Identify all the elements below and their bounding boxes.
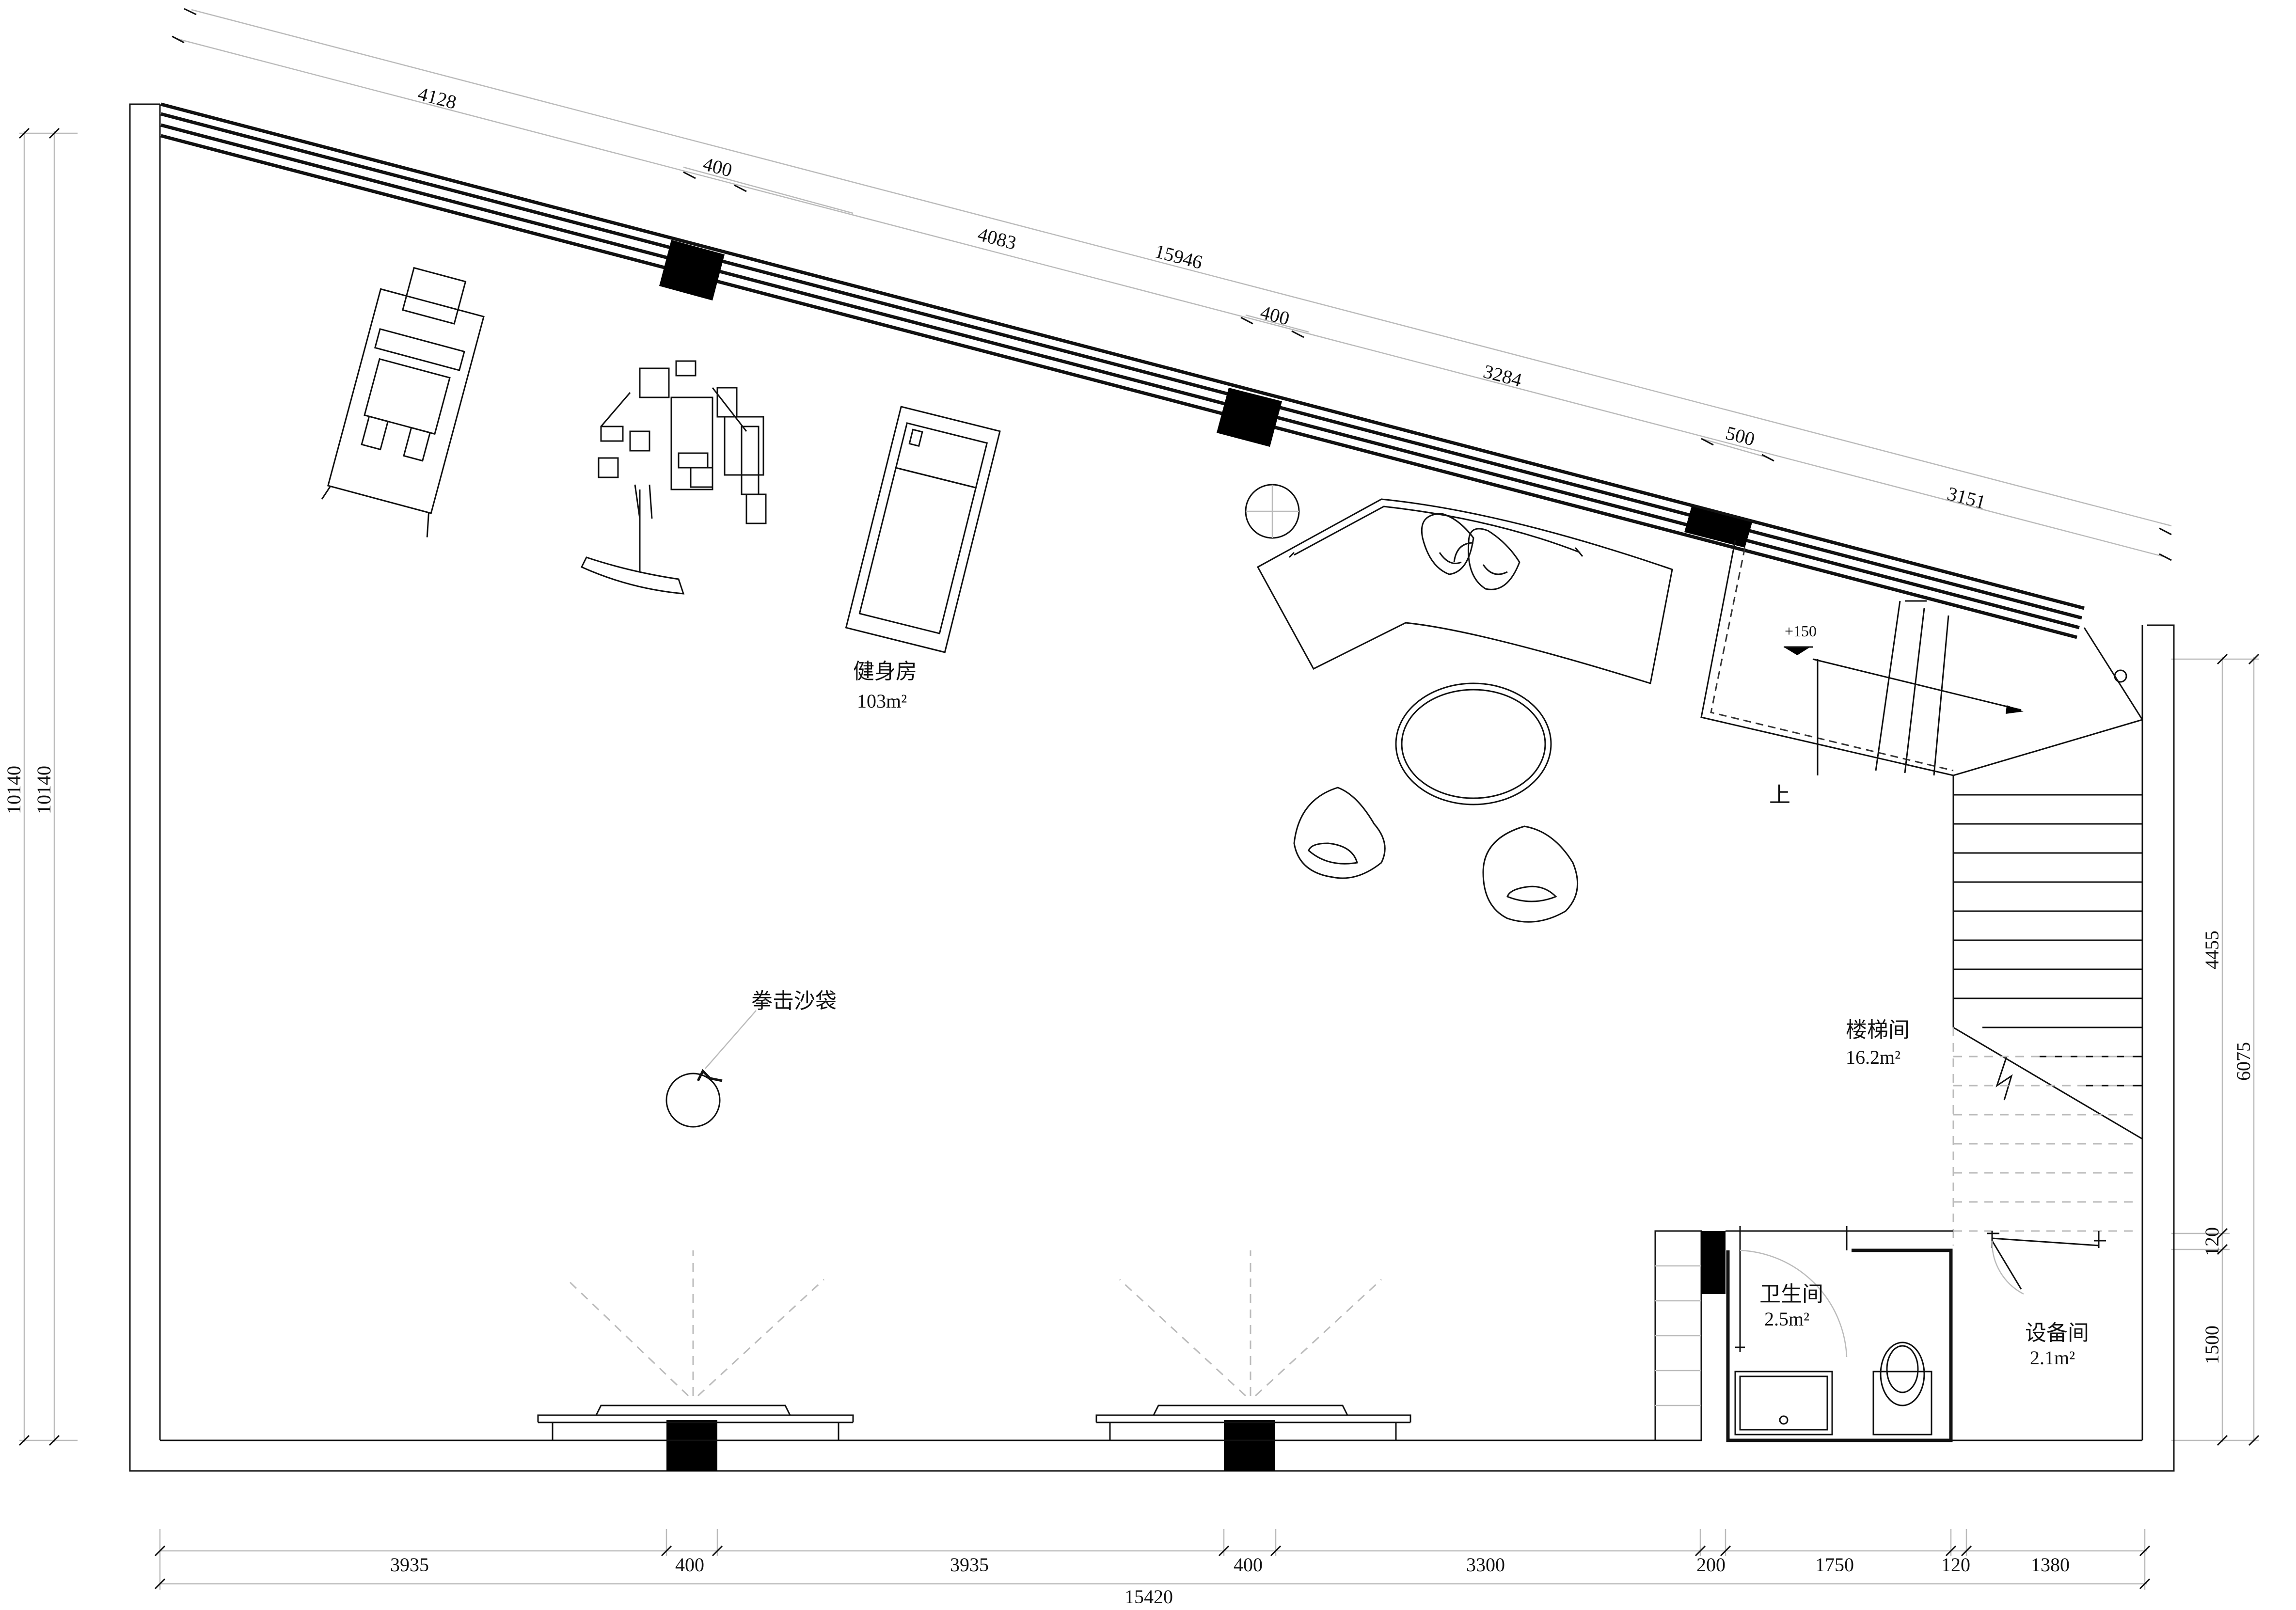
dim-bottom-3: 3935 bbox=[950, 1554, 989, 1576]
stairwell: +150 上 bbox=[1700, 540, 2144, 1246]
boxing-bag-label: 拳击沙袋 bbox=[751, 989, 837, 1013]
exterior-wall bbox=[129, 103, 2175, 1472]
stair-name: 楼梯间 bbox=[1846, 1018, 1910, 1042]
room-labels: 健身房 103m² 拳击沙袋 楼梯间 16.2m² 卫生间 2.5m² 设备间 … bbox=[751, 659, 2089, 1369]
equip-area: 2.1m² bbox=[2030, 1347, 2075, 1369]
top-dimension-lines bbox=[172, 8, 2172, 561]
column-top-2 bbox=[1217, 388, 1282, 447]
left-dimension-lines: 10140 10140 bbox=[3, 127, 78, 1446]
coffee-table bbox=[1395, 682, 1552, 805]
treadmill-icon bbox=[845, 406, 1001, 653]
dim-bottom-9: 1380 bbox=[2031, 1554, 2070, 1576]
dim-bottom-total: 15420 bbox=[1124, 1586, 1173, 1608]
level-marker-icon bbox=[1784, 647, 1810, 655]
right-dimension-lines: 4455 6075 120 1500 bbox=[2171, 653, 2260, 1446]
dim-bottom-8: 120 bbox=[1941, 1554, 1970, 1576]
bottom-window-unit-1 bbox=[537, 1250, 854, 1441]
bottom-dimension-lines bbox=[154, 1529, 2151, 1590]
dim-left-a: 10140 bbox=[3, 766, 25, 814]
level-mark: +150 bbox=[1785, 622, 1817, 640]
dim-top-total: 15946 bbox=[1153, 240, 1205, 273]
dim-right-b: 6075 bbox=[2233, 1042, 2254, 1081]
lounge-chairs bbox=[1293, 787, 1579, 923]
gym-name: 健身房 bbox=[853, 659, 917, 684]
bottom-window-unit-2 bbox=[1095, 1250, 1411, 1441]
stair-up-mark: 上 bbox=[1769, 783, 1790, 807]
dim-bottom-4: 400 bbox=[1234, 1554, 1263, 1576]
dim-top-5: 3284 bbox=[1481, 360, 1524, 391]
dim-top-3: 4083 bbox=[976, 223, 1019, 254]
dim-top-7: 3151 bbox=[1945, 482, 1988, 513]
bar-chairs bbox=[1421, 513, 1520, 590]
column-bottom-2 bbox=[1224, 1420, 1275, 1471]
column-top-1 bbox=[659, 240, 725, 300]
bar-counter bbox=[1245, 484, 1673, 684]
wc-area: 2.5m² bbox=[1764, 1308, 1809, 1330]
boxing-bag-icon bbox=[665, 1010, 757, 1128]
multi-gym-station-icon bbox=[580, 360, 767, 595]
dim-bottom-2: 400 bbox=[675, 1554, 704, 1576]
dim-right-c: 120 bbox=[2201, 1227, 2223, 1256]
dim-top-4: 400 bbox=[1258, 301, 1292, 330]
slanted-window-wall bbox=[160, 102, 2085, 639]
dim-top-1: 4128 bbox=[416, 82, 459, 113]
dim-bottom-1: 3935 bbox=[390, 1554, 429, 1576]
dim-bottom-6: 200 bbox=[1696, 1554, 1726, 1576]
dim-left-b: 10140 bbox=[33, 766, 55, 814]
wc-name: 卫生间 bbox=[1759, 1282, 1823, 1307]
equip-name: 设备间 bbox=[2025, 1321, 2089, 1345]
dim-right-d: 1500 bbox=[2201, 1326, 2223, 1364]
structural-columns bbox=[659, 240, 1752, 1471]
dim-right-a: 4455 bbox=[2201, 931, 2223, 969]
column-top-3 bbox=[1684, 506, 1752, 548]
column-bottom-1 bbox=[666, 1420, 717, 1471]
gym-area: 103m² bbox=[857, 690, 907, 712]
equipment-room bbox=[1987, 1231, 2106, 1295]
rowing-machine-icon bbox=[321, 267, 485, 537]
dim-bottom-7: 1750 bbox=[1815, 1554, 1854, 1576]
bottom-dimension-labels: 3935 400 3935 400 3300 200 1750 120 1380… bbox=[390, 1554, 2070, 1608]
top-dimension-labels: 4128 400 4083 15946 400 3284 500 3151 bbox=[416, 82, 1988, 513]
stair-area: 16.2m² bbox=[1846, 1046, 1900, 1068]
dim-bottom-5: 3300 bbox=[1466, 1554, 1505, 1576]
bathroom bbox=[1654, 1226, 1953, 1442]
